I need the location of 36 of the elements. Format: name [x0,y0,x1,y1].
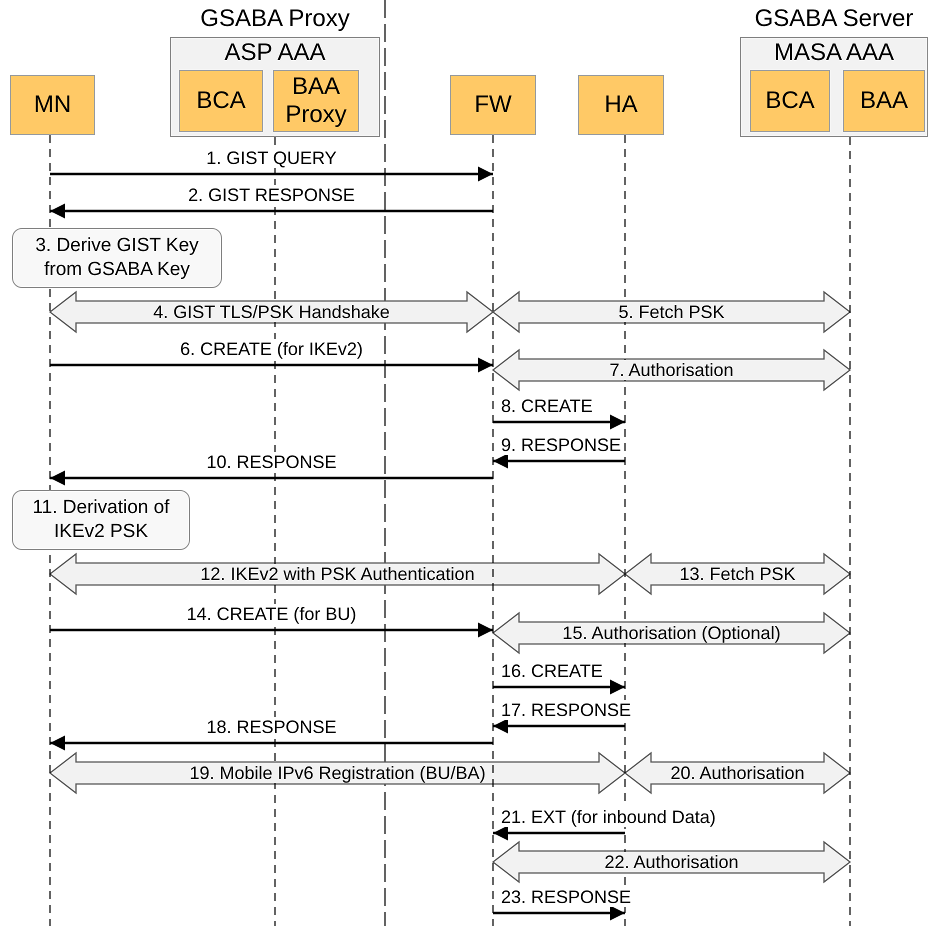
participant-box: FW [450,75,536,135]
participant-box: HA [578,75,664,135]
group-heading: GSABA Server [754,4,914,34]
participant-box: BCA [179,70,263,132]
participant-box: MN [10,75,95,135]
edge-label: 4. GIST TLS/PSK Handshake [153,302,390,322]
message-arrow [50,358,493,372]
message-arrow [50,622,493,638]
edge-label: 23. RESPONSE [499,887,634,907]
message-arrow [493,826,625,840]
edge-label: 22. Authorisation [604,852,739,872]
message-arrow [50,204,493,218]
edge-label: 19. Mobile IPv6 Registration (BU/BA) [189,763,486,783]
edge-label: 9. RESPONSE [499,435,624,455]
group-label: ASP AAA [224,38,326,68]
message-arrow [50,166,493,182]
edge-label: 5. Fetch PSK [618,302,725,322]
participant-box: BCA [750,70,830,132]
message-arrow [493,718,625,734]
message-arrow [493,414,625,430]
message-arrow [493,454,625,468]
edge-label: 17. RESPONSE [499,700,634,720]
group-heading: GSABA Proxy [199,4,351,34]
message-arrow [50,736,493,750]
group-label: MASA AAA [772,38,896,68]
edge-label: 15. Authorisation (Optional) [562,623,781,643]
message-arrow [493,680,625,694]
note-box: 3. Derive GIST Key from GSABA Key [12,228,222,288]
edge-label: 6. CREATE (for IKEv2) [178,339,365,359]
message-arrow [493,906,625,920]
edge-label: 21. EXT (for inbound Data) [499,807,718,827]
note-box: 11. Derivation of IKEv2 PSK [12,490,190,550]
participant-box: BAA Proxy [273,70,359,132]
message-arrow [50,470,493,486]
participant-box: BAA [843,70,925,132]
edge-label: 7. Authorisation [609,360,734,380]
